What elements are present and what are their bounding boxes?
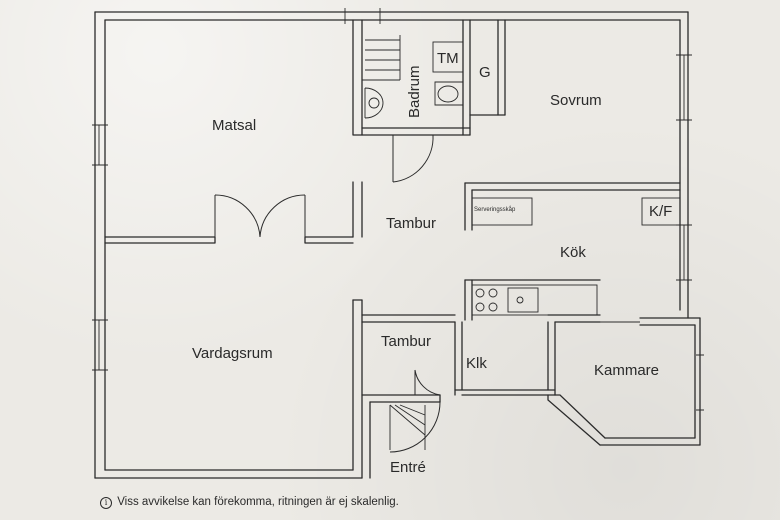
label-klk: Klk <box>466 355 487 372</box>
label-entre: Entré <box>390 459 426 476</box>
kammare-walls <box>547 317 704 446</box>
label-kf: K/F <box>649 203 672 220</box>
label-vardagsrum: Vardagsrum <box>192 345 273 362</box>
kitchen-counter <box>464 279 601 321</box>
label-kok: Kök <box>560 244 586 261</box>
center-left-wall <box>352 19 363 479</box>
label-tm: TM <box>437 50 459 67</box>
label-serveringsskap: Serveringsskåp <box>474 206 516 213</box>
label-tambur-lower: Tambur <box>381 333 431 350</box>
room-labels: Matsal Badrum TM G Sovrum Tambur Serveri… <box>192 50 672 476</box>
label-kammare: Kammare <box>594 362 659 379</box>
label-tambur-upper: Tambur <box>386 215 436 232</box>
outer-walls <box>92 8 692 479</box>
badrum <box>361 19 471 183</box>
label-matsal: Matsal <box>212 117 256 134</box>
info-icon: i <box>100 497 112 509</box>
disclaimer-text: Viss avvikelse kan förekomma, ritningen … <box>117 496 399 508</box>
matsal-vardagsrum-wall <box>104 194 354 244</box>
label-badrum: Badrum <box>406 65 423 118</box>
disclaimer-footnote: i Viss avvikelse kan förekomma, ritninge… <box>100 496 399 509</box>
sovrum-walls <box>464 19 681 231</box>
label-sovrum: Sovrum <box>550 92 602 109</box>
lower-walls <box>361 314 601 479</box>
label-g: G <box>479 64 491 81</box>
